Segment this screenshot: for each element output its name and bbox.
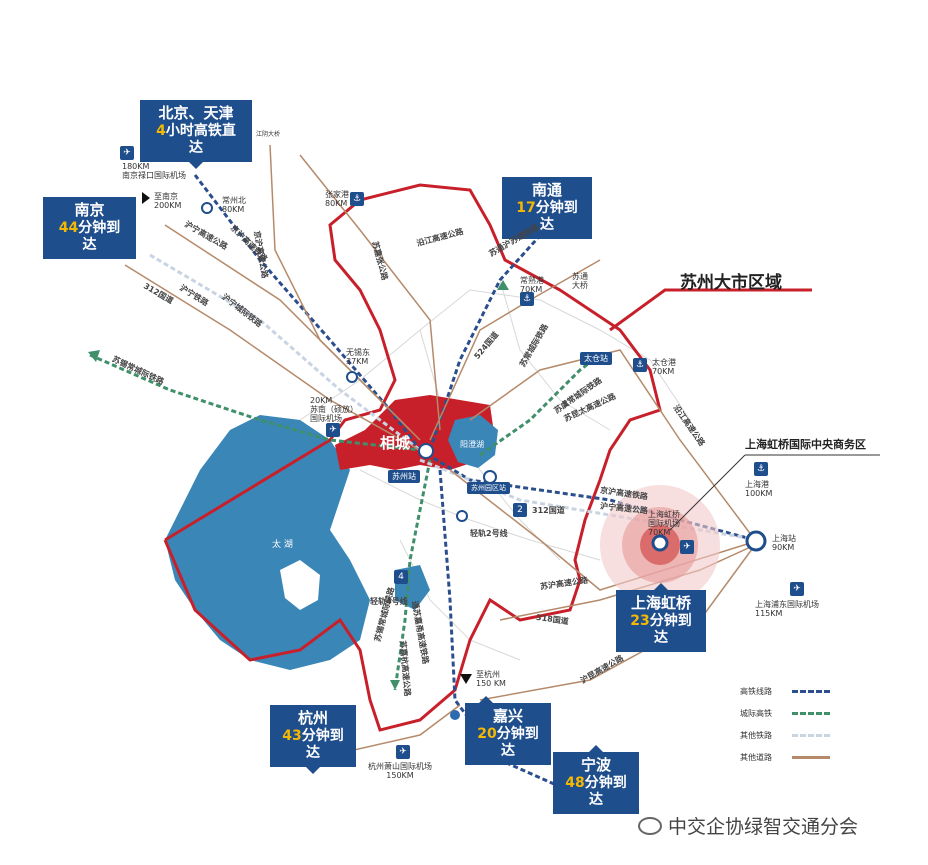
callout-jiaxing-city: 嘉兴 bbox=[492, 707, 523, 725]
taihu-lake bbox=[165, 415, 370, 670]
airport-icon: ✈ bbox=[120, 146, 134, 160]
callout-nanjing: 南京 44分钟到达 bbox=[43, 197, 136, 259]
hongqiao-node bbox=[651, 534, 669, 552]
callout-jiaxing: 嘉兴 20分钟到达 bbox=[465, 696, 551, 765]
zhangjiagang-label: 张家港 80KM bbox=[325, 190, 349, 209]
metro-icon: 2 bbox=[513, 503, 527, 517]
sutong-bridge-label: 苏通 大桥 bbox=[572, 272, 588, 291]
callout-nantong: 南通 17分钟到达 bbox=[502, 177, 592, 239]
callout-shanghai-num: 23 bbox=[630, 612, 650, 629]
arrow-to-nanjing-icon bbox=[142, 192, 150, 204]
hongqiao-cbd-pointer bbox=[669, 454, 746, 531]
callout-ningbo-city: 宁波 bbox=[580, 756, 611, 774]
legend-other-rail-line bbox=[792, 733, 830, 737]
callout-beijing: 北京、天津 4小时高铁直达 bbox=[140, 100, 252, 169]
changzhou-label: 常州北 80KM bbox=[222, 196, 246, 215]
callout-nanjing-num: 44 bbox=[58, 219, 79, 236]
pudong-airport-label: 上海浦东国际机场 115KM bbox=[755, 600, 819, 619]
legend-intercity: 城际高铁 bbox=[740, 702, 830, 724]
taicang-station: 太仓站 bbox=[580, 352, 612, 365]
road-label: 轻轨4号线 bbox=[370, 597, 408, 606]
callout-hangzhou: 杭州 43分钟到达 bbox=[270, 705, 356, 774]
callout-nantong-num: 17 bbox=[516, 199, 536, 216]
suzhou-boundary bbox=[163, 183, 662, 732]
watermark: 中交企协绿智交通分会 bbox=[638, 812, 858, 839]
to-hangzhou-label: 至杭州 150 KM bbox=[476, 670, 506, 689]
port-icon: ⚓ bbox=[520, 292, 534, 306]
metro-icon: 4 bbox=[394, 570, 408, 584]
suzhou-station: 苏州站 bbox=[388, 470, 420, 483]
wuxi-airport-label: 20KM 苏南（硕放） 国际机场 bbox=[310, 396, 358, 424]
nanjing-airport-label: 180KM 南京禄口国际机场 bbox=[122, 162, 186, 181]
port-icon: ⚓ bbox=[350, 192, 364, 206]
callout-beijing-time: 小时高铁直达 bbox=[165, 122, 236, 157]
port-icon: ⚓ bbox=[754, 462, 768, 476]
hsr-lines bbox=[193, 174, 756, 802]
taicang-port-label: 太仓港 70KM bbox=[652, 358, 676, 377]
suzhou-park-station: 苏州园区站 bbox=[467, 482, 510, 494]
taihu-island bbox=[280, 560, 320, 610]
airport-icon: ✈ bbox=[396, 745, 410, 759]
callout-ningbo-time: 分钟到达 bbox=[584, 774, 627, 809]
callout-nanjing-time: 分钟到达 bbox=[78, 219, 121, 254]
legend-intercity-line bbox=[792, 711, 830, 715]
callout-shanghai-city: 上海虹桥 bbox=[630, 594, 691, 612]
road-label: 轻轨2号线 bbox=[470, 529, 508, 538]
taihu-label: 太 湖 bbox=[272, 540, 293, 550]
shanghai-port-label: 上海港 100KM bbox=[745, 480, 773, 499]
callout-ningbo-num: 48 bbox=[565, 774, 585, 791]
legend-other-road-line bbox=[792, 755, 830, 759]
wuxi-east-label: 无锡东 37KM bbox=[346, 348, 370, 367]
yangcheng-lake-label: 阳澄湖 bbox=[460, 440, 484, 449]
wechat-icon bbox=[638, 816, 662, 835]
shanghai-station-label: 上海站 90KM bbox=[772, 534, 796, 553]
callout-hangzhou-num: 43 bbox=[282, 727, 302, 744]
callout-jiaxing-time: 分钟到达 bbox=[496, 725, 539, 760]
station-nodes bbox=[201, 202, 767, 552]
arrow-to-hangzhou-icon bbox=[460, 674, 472, 684]
region-callout-line bbox=[609, 288, 812, 332]
legend-hsr: 高铁线路 bbox=[740, 680, 830, 702]
legend-other-road: 其他道路 bbox=[740, 746, 830, 768]
port-icon: ⚓ bbox=[633, 358, 647, 372]
road-label: 312国道 bbox=[532, 506, 565, 515]
callout-nantong-time: 分钟到达 bbox=[535, 199, 578, 234]
callout-hangzhou-city: 杭州 bbox=[297, 709, 328, 727]
xiaoshan-airport-label: 杭州萧山国际机场 150KM bbox=[368, 762, 432, 781]
callout-ningbo: 宁波 48分钟到达 bbox=[553, 745, 639, 814]
airport-icon: ✈ bbox=[790, 582, 804, 596]
callout-jiaxing-num: 20 bbox=[477, 725, 497, 742]
legend-hsr-line bbox=[792, 689, 830, 693]
hongqiao-airport-label: 上海虹桥 国际机场 70KM bbox=[648, 510, 680, 538]
airport-icon: ✈ bbox=[680, 540, 694, 554]
callout-nanjing-city: 南京 bbox=[74, 201, 105, 219]
arrow-green-north-icon bbox=[497, 280, 509, 290]
map-legend: 高铁线路 城际高铁 其他铁路 其他道路 bbox=[740, 680, 830, 768]
arrow-green-south-icon bbox=[390, 680, 400, 690]
watermark-text: 中交企协绿智交通分会 bbox=[668, 816, 859, 838]
callout-shanghai: 上海虹桥 23分钟到达 bbox=[616, 583, 706, 652]
other-road-lines bbox=[124, 144, 761, 761]
arrow-green-west-icon bbox=[88, 350, 100, 362]
yangcheng-lake bbox=[448, 415, 498, 468]
callout-beijing-city: 北京、天津 bbox=[158, 104, 234, 122]
callout-beijing-num: 4 bbox=[156, 122, 166, 139]
callout-hangzhou-time: 分钟到达 bbox=[301, 727, 344, 762]
region-title: 苏州大市区域 bbox=[680, 273, 782, 293]
airport-icon: ✈ bbox=[326, 423, 340, 437]
changshu-label: 常熟港 70KM bbox=[520, 276, 544, 295]
to-nanjing-label: 至南京 200KM bbox=[154, 192, 182, 211]
legend-other-rail: 其他铁路 bbox=[740, 724, 830, 746]
callout-nantong-city: 南通 bbox=[531, 181, 562, 199]
callout-shanghai-time: 分钟到达 bbox=[649, 612, 692, 647]
hongqiao-cbd-label: 上海虹桥国际中央商务区 bbox=[745, 438, 866, 451]
xiangcheng-label: 相城 bbox=[380, 434, 411, 452]
jiangyin-bridge-label: 江阴大桥 bbox=[256, 131, 281, 138]
